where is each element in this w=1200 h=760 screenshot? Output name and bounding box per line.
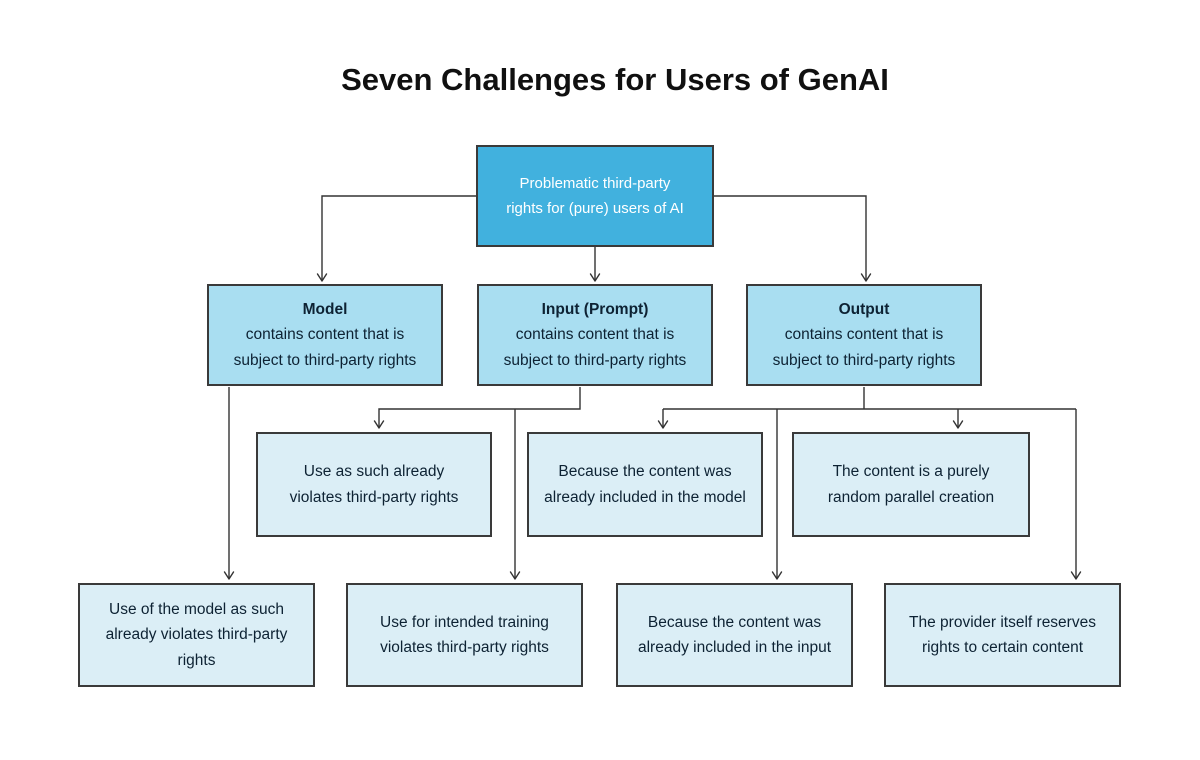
node-included-in-model-line: already included in the model [544,488,746,506]
node-use-as-such: Use as such already violates third-party… [256,432,492,537]
node-input-prompt: Input (Prompt) contains content that is … [477,284,713,386]
node-random-creation-line: random parallel creation [827,488,995,506]
node-included-in-input-line: Because the content was [647,613,822,631]
connector-input-to-use-as-such [373,387,581,429]
node-model-heading: Model [302,300,348,318]
node-root: Problematic third-party rights for (pure… [476,145,714,247]
node-input-prompt-line: subject to third-party rights [503,351,687,369]
node-output-heading: Output [838,300,890,318]
diagram-title: Seven Challenges for Users of GenAI [341,62,889,97]
node-model: Model contains content that is subject t… [207,284,443,386]
node-input-prompt-heading: Input (Prompt) [541,300,649,318]
node-output: Output contains content that is subject … [746,284,982,386]
node-included-in-input: Because the content was already included… [616,583,853,687]
connector-root-to-output [714,195,872,282]
node-intended-training-line: violates third-party rights [380,639,549,656]
node-output-line: contains content that is [784,326,944,344]
node-use-of-model-line: already violates third-party [105,626,288,644]
node-model-line: contains content that is [245,326,405,344]
node-included-in-input-line: already included in the input [637,639,832,656]
node-output-line: subject to third-party rights [772,351,956,369]
node-use-as-such-line: violates third-party rights [289,488,459,506]
node-root-line: rights for (pure) users of AI [506,200,684,217]
node-provider-reserves-line: rights to certain content [921,639,1084,656]
node-use-as-such-line: Use as such already [303,463,445,480]
node-random-creation-line: The content is a purely [832,463,990,480]
node-root-line: Problematic third-party [519,174,671,192]
node-intended-training: Use for intended training violates third… [346,583,583,687]
node-included-in-model-line: Because the content was [558,463,732,480]
node-provider-reserves-line: The provider itself reserves [909,613,1096,631]
node-use-of-model-line: rights [177,651,216,669]
node-use-of-model-line: Use of the model as such [109,600,284,618]
node-included-in-model: Because the content was already included… [527,432,763,537]
node-use-of-model: Use of the model as such already violate… [78,583,315,687]
node-provider-reserves: The provider itself reserves rights to c… [884,583,1121,687]
connector-root-to-model [316,195,476,282]
node-input-prompt-line: contains content that is [515,326,675,344]
node-random-creation: The content is a purely random parallel … [792,432,1030,537]
node-model-line: subject to third-party rights [233,351,417,369]
node-intended-training-line: Use for intended training [380,613,549,631]
